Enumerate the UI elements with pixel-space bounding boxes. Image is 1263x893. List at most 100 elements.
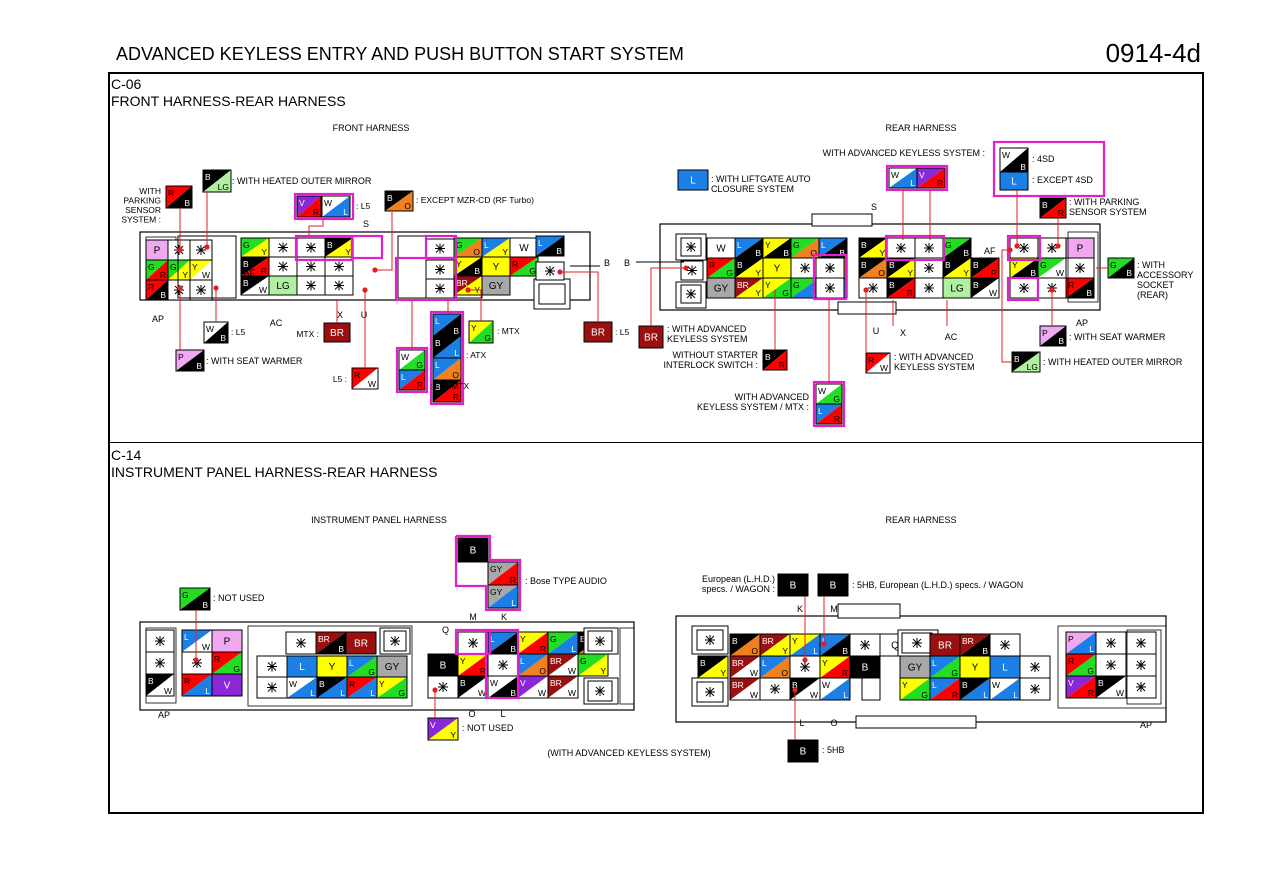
wire-color-code: LG xyxy=(1027,362,1038,372)
pin-b: B xyxy=(604,258,610,268)
wire-color-code: B xyxy=(460,678,466,688)
wire-stripe-color xyxy=(433,314,461,336)
wire-color-code: GY xyxy=(385,662,400,673)
unused-mark xyxy=(390,636,400,646)
wire-color-code: R xyxy=(1068,656,1074,666)
option-highlight xyxy=(1006,276,1040,302)
wire-color-code: BR xyxy=(550,656,562,666)
unused-mark xyxy=(155,636,165,646)
wire-color-code: V xyxy=(520,678,526,688)
wire-junction xyxy=(1007,247,1013,253)
wire-stripe-color xyxy=(385,191,413,211)
wire-color-code: B xyxy=(440,661,447,672)
wire-color-fill xyxy=(777,573,809,597)
wire-stripe-color xyxy=(930,678,960,700)
rear-c14-key xyxy=(837,603,901,619)
wire-color-code: O xyxy=(452,370,459,380)
wire-color-code: G xyxy=(398,688,405,698)
wire-color-code: W xyxy=(1116,688,1124,698)
wire-stripe-color xyxy=(889,168,917,188)
wire-stripe-color xyxy=(790,678,820,700)
wire-color-code: L xyxy=(299,662,305,673)
wire-color-code: W xyxy=(324,198,332,208)
wire-color-code: W xyxy=(750,690,758,700)
wire-stripe-color xyxy=(1040,198,1066,218)
wire-stripe-color xyxy=(180,588,210,610)
pin-ap: AP xyxy=(152,314,164,324)
wire-junction xyxy=(821,641,827,647)
wire-stripe-color xyxy=(900,678,930,700)
pin-cell xyxy=(547,675,579,699)
wire-stripe-color xyxy=(347,656,377,677)
wire-color-code: L xyxy=(349,658,354,668)
unused-mark xyxy=(705,687,715,697)
wire-color-code: B xyxy=(861,260,867,270)
wire-junction xyxy=(204,244,210,250)
unused-mark xyxy=(196,285,206,295)
wire-color-code: W xyxy=(989,288,997,298)
wire-color-code: W xyxy=(289,679,297,689)
wire-color-fill xyxy=(817,573,849,597)
pin-u: U xyxy=(873,326,880,336)
note-atx: : ATX xyxy=(466,350,486,360)
wire-junction xyxy=(372,267,378,273)
wire-color-code: B xyxy=(800,747,807,758)
pin-b: B xyxy=(624,258,630,268)
wire-color-code: L xyxy=(821,240,826,250)
wire-color-code: GY xyxy=(908,663,923,674)
wire-color-code: O xyxy=(878,268,885,278)
wire-color-fill xyxy=(211,673,243,697)
wire-stripe-color xyxy=(377,677,407,698)
wire-stripe-color xyxy=(859,258,887,278)
wire-color-code: G xyxy=(1110,260,1117,270)
wire-stripe-color xyxy=(168,260,190,280)
option-highlight xyxy=(424,234,458,260)
wire-stripe-color xyxy=(578,654,608,676)
wire-junction xyxy=(362,287,368,293)
wire-stripe-color xyxy=(241,238,269,257)
pin-cell xyxy=(1065,277,1095,299)
wire-stripe-color xyxy=(960,678,990,700)
wire-color-code: B xyxy=(319,679,325,689)
note-except-mzr: : EXCEPT MZR-CD (RF Turbo) xyxy=(416,195,534,205)
wire-stripe-color xyxy=(325,238,353,257)
front-latch-b xyxy=(538,283,566,305)
wire-color-code: G xyxy=(580,656,587,666)
unused-mark xyxy=(296,638,306,648)
wire-color-code: Y xyxy=(822,658,828,668)
option-highlight xyxy=(429,310,465,406)
note-except-4sd: : EXCEPT 4SD xyxy=(1032,175,1093,185)
wire-color-code: R xyxy=(834,414,840,424)
wire-color-code: B xyxy=(470,546,477,557)
wire-color-code: G xyxy=(921,690,928,700)
wire-color-code: W xyxy=(478,688,486,698)
wire-color-code: R xyxy=(991,268,997,278)
wire-stripe-color xyxy=(1108,258,1134,278)
wire-junction xyxy=(863,287,869,293)
note-l5: : L5 xyxy=(615,327,629,337)
unused-mark xyxy=(306,281,316,290)
wire-color-code: Y xyxy=(460,656,466,666)
wire-color-code: R xyxy=(261,266,267,276)
wire-color-code: G xyxy=(1040,260,1047,270)
pin-l: L xyxy=(500,709,505,719)
wire-color-code: G xyxy=(170,262,177,272)
pin-af: AF xyxy=(243,268,255,278)
pin-cell xyxy=(865,352,891,374)
page-title: ADVANCED KEYLESS ENTRY AND PUSH BUTTON S… xyxy=(116,44,684,64)
wire-color-code: P xyxy=(154,246,161,257)
wire-stripe-color xyxy=(166,186,192,208)
pin-q: Q xyxy=(442,625,449,635)
wire-stripe-color xyxy=(316,632,346,654)
front-harness-label: FRONT HARNESS xyxy=(333,123,410,133)
pin-o: O xyxy=(830,718,837,728)
wire-color-code: B xyxy=(1014,354,1020,364)
wire-color-code: B xyxy=(453,326,459,336)
wire-stripe-color xyxy=(971,258,999,278)
pin-k: K xyxy=(501,612,507,622)
unused-mark xyxy=(825,283,835,293)
pin-m: M xyxy=(469,612,477,622)
note-l5: : L5 xyxy=(231,327,245,337)
